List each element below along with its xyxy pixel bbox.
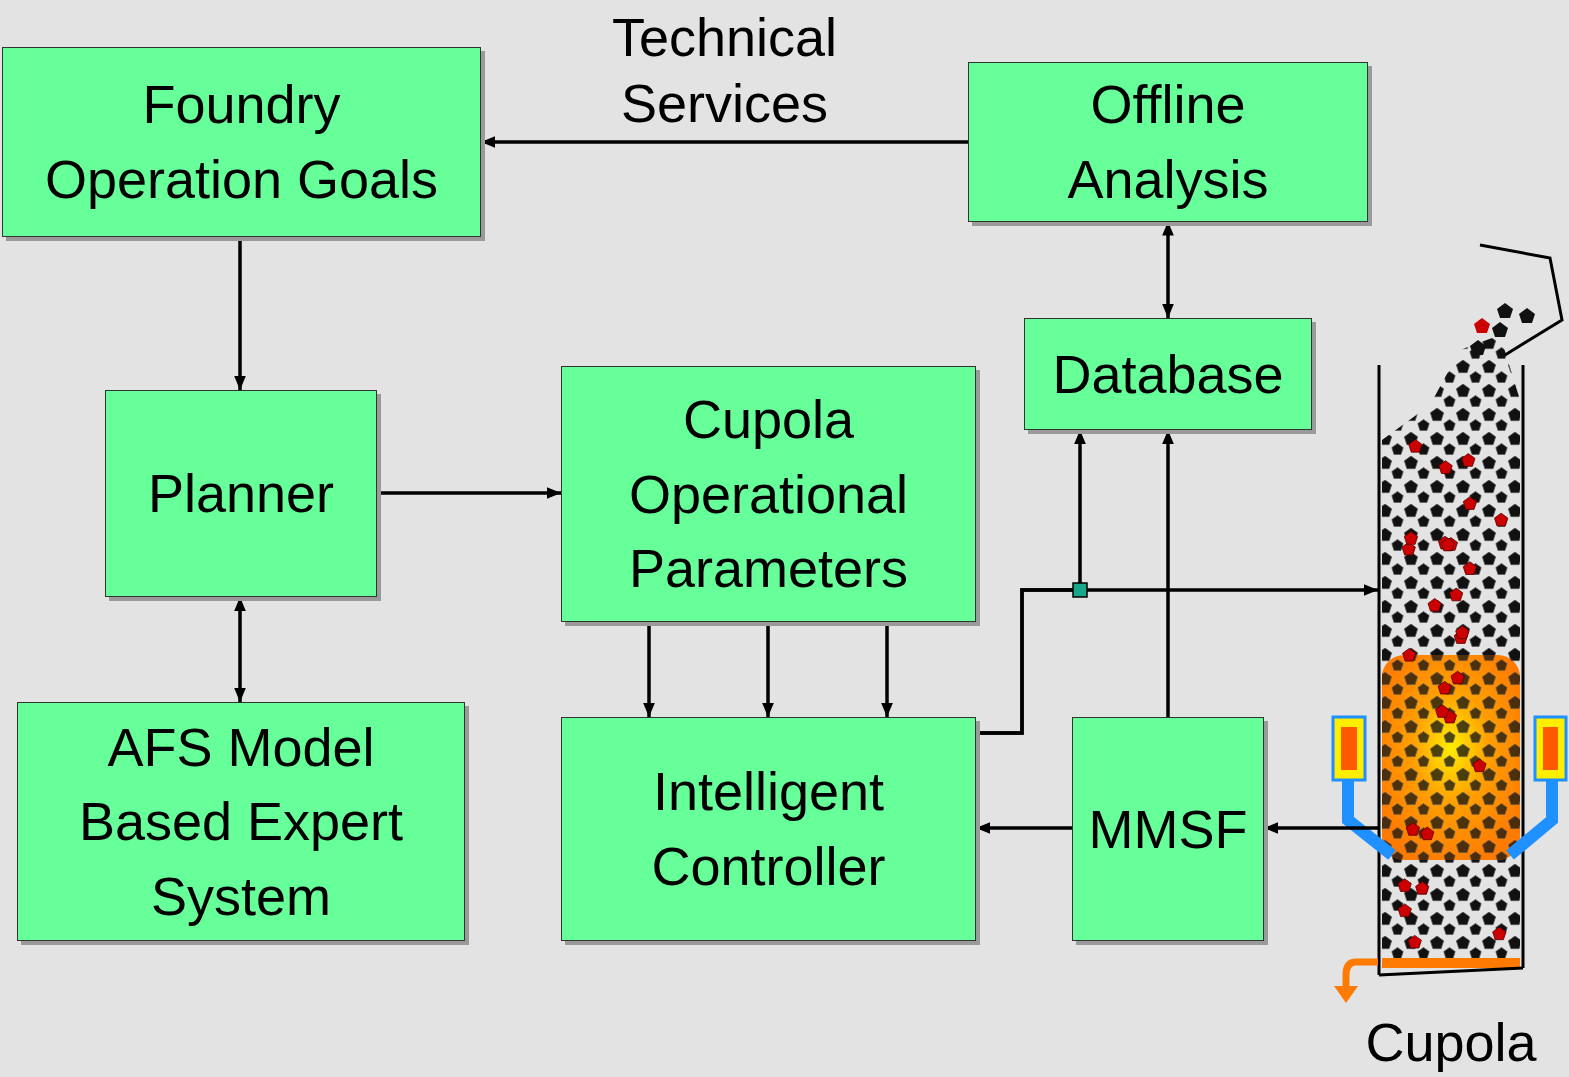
box-label: Database xyxy=(1052,337,1283,412)
melt-zone-charge xyxy=(1382,655,1520,860)
iron-piece xyxy=(1462,454,1475,467)
connector-arrow xyxy=(481,140,968,144)
box-label: Offline Analysis xyxy=(1067,67,1268,216)
charge-piece xyxy=(1519,308,1535,323)
iron-piece xyxy=(1408,935,1421,948)
tap-spout xyxy=(1346,962,1378,988)
molten-iron xyxy=(1382,958,1520,968)
junction-dot xyxy=(1073,583,1087,597)
iron-piece xyxy=(1456,626,1469,639)
connector-arrow xyxy=(976,826,1072,830)
box-label: MMSF xyxy=(1089,792,1248,867)
iron-piece xyxy=(1495,513,1508,526)
connector-arrow xyxy=(885,622,889,717)
sensor-fusion-box: MMSF xyxy=(1072,717,1264,941)
box-label: Cupola Operational Parameters xyxy=(629,382,908,606)
cupola-wall xyxy=(1378,365,1381,975)
iron-piece xyxy=(1493,927,1506,940)
connector-arrow xyxy=(766,622,770,717)
planner-box: Planner xyxy=(105,390,377,597)
iron-piece xyxy=(1398,904,1411,917)
charge-piece xyxy=(1497,303,1513,318)
cupola-furnace: Cupola xyxy=(1378,365,1524,975)
analysis-box: Offline Analysis xyxy=(968,62,1368,221)
goals-box: Foundry Operation Goals xyxy=(2,47,481,237)
parameters-box: Cupola Operational Parameters xyxy=(561,366,976,622)
melt-zone xyxy=(1382,655,1520,860)
box-label: AFS Model Based Expert System xyxy=(79,710,403,934)
connector-arrow xyxy=(1264,826,1378,830)
connector-arrow xyxy=(976,590,1378,733)
tuyere-box xyxy=(1535,717,1566,780)
box-label: Intelligent Controller xyxy=(651,754,885,903)
connector-arrow xyxy=(647,622,651,717)
charge-piece xyxy=(1492,322,1508,337)
connector-arrow xyxy=(238,237,242,390)
iron-piece xyxy=(1409,440,1422,453)
iron-piece xyxy=(1436,705,1449,718)
iron-piece xyxy=(1439,461,1452,474)
iron-piece xyxy=(1450,588,1463,601)
tuyere-box xyxy=(1333,717,1365,780)
iron-piece xyxy=(1416,882,1429,895)
iron-piece xyxy=(1403,648,1416,661)
cupola-wall xyxy=(1522,365,1525,968)
iron-piece xyxy=(1421,827,1434,840)
tuyere-pipe xyxy=(1348,780,1392,855)
iron-piece xyxy=(1428,599,1441,612)
connector-arrow xyxy=(976,430,1080,733)
charging-chute xyxy=(1480,245,1562,355)
charge-piece xyxy=(1470,340,1486,355)
cupola-bottom xyxy=(1379,968,1523,975)
tap-arrowhead xyxy=(1334,986,1358,1003)
edge-label: Technical Services xyxy=(608,4,841,136)
iron-piece xyxy=(1463,497,1476,510)
iron-piece xyxy=(1451,671,1464,684)
iron-piece xyxy=(1406,823,1419,836)
connector-arrow xyxy=(238,597,242,702)
iron-pieces xyxy=(1398,440,1508,949)
iron-piece xyxy=(1404,532,1417,545)
connector-arrow xyxy=(1166,430,1170,717)
tuyere-flame xyxy=(1543,727,1558,770)
iron-piece xyxy=(1438,681,1451,694)
tuyere-flame xyxy=(1341,727,1357,770)
iron-piece xyxy=(1463,562,1476,575)
database-box: Database xyxy=(1024,318,1312,430)
expert-system-box: AFS Model Based Expert System xyxy=(17,702,465,941)
figure-label: Cupola xyxy=(1365,1005,1536,1077)
iron-piece xyxy=(1441,538,1454,551)
connector-arrow xyxy=(377,491,561,495)
charge-column xyxy=(1382,335,1520,965)
iron-piece xyxy=(1473,759,1486,772)
box-label: Planner xyxy=(148,456,334,531)
tuyere-pipe xyxy=(1510,780,1552,855)
iron-piece xyxy=(1474,318,1490,333)
controller-box: Intelligent Controller xyxy=(561,717,976,941)
iron-piece xyxy=(1398,879,1411,892)
box-label: Foundry Operation Goals xyxy=(45,67,438,216)
connector-arrow xyxy=(1166,222,1170,318)
